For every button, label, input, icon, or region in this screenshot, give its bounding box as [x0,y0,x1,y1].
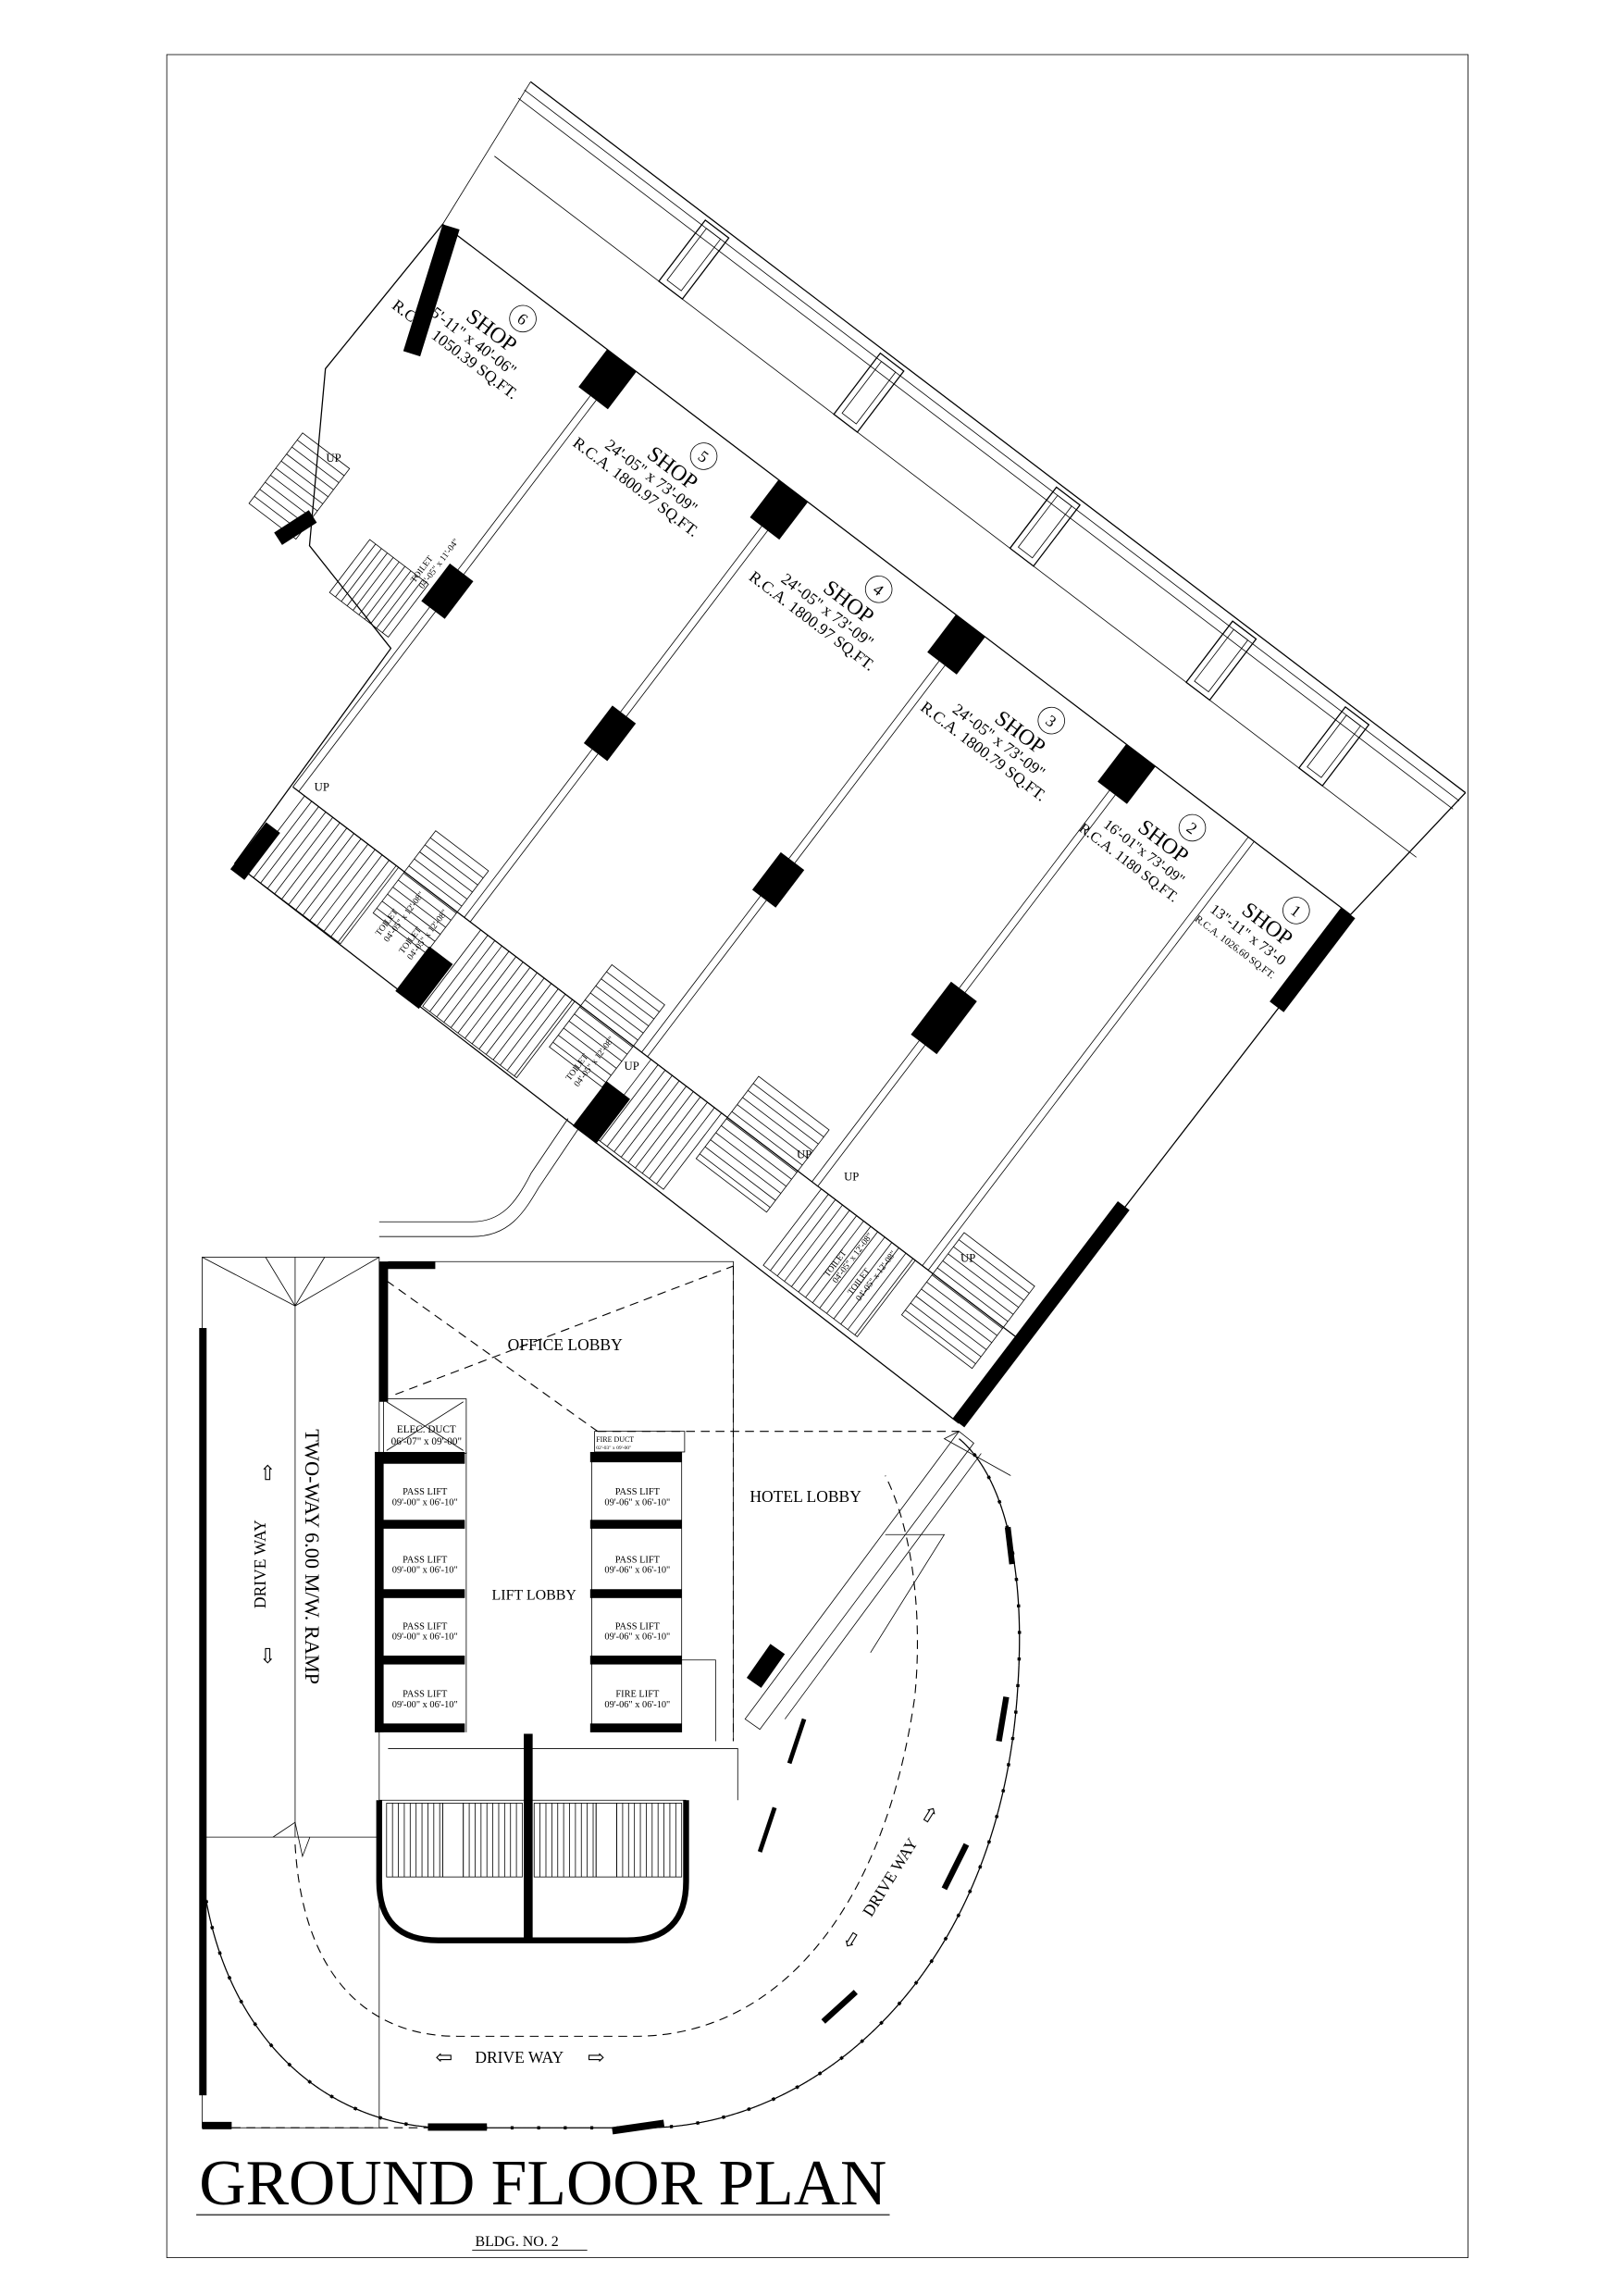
driveway-label-bottom: ⇦ DRIVE WAY ⇨ [435,2046,604,2069]
driveway-label-right: DRIVE WAY ⇦ ⇨ [836,1801,944,1953]
stair-flight [533,1803,597,1878]
svg-text:02'-03" x 09'-00": 02'-03" x 09'-00" [596,1446,631,1451]
up-label: UP [844,1171,859,1184]
fire-duct: FIRE DUCT 02'-03" x 09'-00" [594,1431,686,1453]
svg-text:09'-00" x 06'-10": 09'-00" x 06'-10" [392,1497,458,1508]
svg-text:DRIVE WAY: DRIVE WAY [475,2048,564,2066]
arrow-left-icon: ⇦ [836,1926,865,1953]
svg-text:ELEC. DUCT: ELEC. DUCT [397,1424,456,1435]
stair-flight [422,929,576,1079]
staircases [245,432,1035,1370]
driveway-label-left: DRIVE WAY [251,1520,269,1608]
shop-6-label: 6 SHOP 25'-11" x 40'-06" R.C.A. 1050.39 … [389,295,537,403]
arrow-up-icon: ⇨ [256,1464,279,1482]
svg-text:09'-00" x 06'-10": 09'-00" x 06'-10" [392,1632,458,1642]
hotel-lobby-label: HOTEL LOBBY [750,1487,861,1506]
svg-text:09'-06" x 06'-10": 09'-06" x 06'-10" [604,1497,670,1508]
sheet-border [166,54,1468,2258]
drawing-title: GROUND FLOOR PLAN [199,2147,886,2219]
svg-text:PASS LIFT: PASS LIFT [403,1690,448,1700]
shop-number: 6 [514,309,531,329]
stair-flight [762,1188,916,1337]
svg-text:06'-07" x 09'-00": 06'-07" x 09'-00" [391,1436,462,1447]
shop-2-label: 2 SHOP 16'-01"x 73'-09" R.C.A. 1180 SQ.F… [1076,813,1207,906]
up-label: UP [315,781,329,794]
stair-flight [616,1803,683,1878]
svg-text:09'-06" x 06'-10": 09'-06" x 06'-10" [604,1566,670,1576]
svg-text:PASS LIFT: PASS LIFT [403,1556,448,1566]
arrow-right-icon: ⇨ [588,2046,605,2069]
up-label: UP [326,452,341,465]
canopy-post [658,218,730,301]
shop-number: 3 [1042,711,1059,730]
canopy [442,81,1467,915]
svg-text:PASS LIFT: PASS LIFT [403,1487,448,1497]
core: OFFICE LOBBY LIFT LOBBY HOTEL LOBBY ELEC… [375,1260,960,1943]
svg-text:FIRE DUCT: FIRE DUCT [596,1435,634,1444]
ramp: TWO-WAY 6.00 M/W. RAMP DRIVE WAY ⇨ ⇦ [199,1257,380,2128]
arrow-left-icon: ⇦ [435,2046,452,2069]
svg-text:DRIVE WAY: DRIVE WAY [859,1834,922,1919]
arrow-right-icon: ⇨ [915,1801,944,1828]
arrow-down-icon: ⇦ [256,1647,279,1665]
shop-number: 2 [1183,818,1201,838]
canopy-post [1297,705,1370,788]
shop-4-label: 4 SHOP 24'-05" x 73'-09" R.C.A. 1800.97 … [746,567,893,675]
svg-text:PASS LIFT: PASS LIFT [403,1621,448,1632]
svg-text:09'-00" x 06'-10": 09'-00" x 06'-10" [392,1566,458,1576]
driveway-bollards [200,1437,1022,2129]
connecting-passage [378,1118,579,1237]
office-lobby-label: OFFICE LOBBY [508,1335,623,1354]
up-label: UP [960,1251,975,1264]
canopy-post [833,352,905,433]
up-label: UP [797,1148,812,1161]
stair-flight [386,1803,443,1878]
shop-dividers [292,357,1255,1271]
svg-text:PASS LIFT: PASS LIFT [615,1621,661,1632]
ramp-label: TWO-WAY 6.00 M/W. RAMP [301,1429,324,1684]
stair-up-labels: UP UP UP UP UP UP [315,452,976,1264]
stair-flight [372,830,489,954]
svg-text:PASS LIFT: PASS LIFT [615,1556,661,1566]
svg-text:09'-00" x 06'-10": 09'-00" x 06'-10" [392,1700,458,1710]
svg-text:FIRE LIFT: FIRE LIFT [615,1690,660,1700]
canopy-post [1185,620,1258,701]
building-number: BLDG. NO. 2 [475,2234,558,2250]
svg-text:PASS LIFT: PASS LIFT [615,1487,661,1497]
shop-number: 4 [870,579,887,599]
shop-number: 5 [695,447,712,466]
structural-walls [229,224,1356,1428]
shop-3-label: 3 SHOP 24'-05" x 73'-09" R.C.A. 1800.79 … [917,698,1065,805]
lift-lobby-label: LIFT LOBBY [492,1587,577,1603]
bottom-staircases [376,1733,689,1943]
svg-text:09'-06" x 06'-10": 09'-06" x 06'-10" [604,1700,670,1710]
shop-number: 1 [1287,901,1305,921]
stair-flight [549,963,665,1088]
lift-bank-left [375,1451,467,1732]
stair-flight [900,1232,1035,1370]
stair-flight [695,1075,830,1213]
canopy-post [1009,486,1082,567]
driveway: ⇦ DRIVE WAY ⇨ DRIVE WAY ⇦ ⇨ [200,1437,1022,2135]
elec-duct: ELEC. DUCT 06'-07" x 09'-00" [383,1398,467,1454]
shop-block: 6 SHOP 25'-11" x 40'-06" R.C.A. 1050.39 … [229,81,1467,1428]
stair-flight [245,795,400,945]
up-label: UP [625,1060,639,1073]
entrance-canopy [744,1431,1011,1731]
shop-5-label: 5 SHOP 24'-05" x 73'-09" R.C.A. 1800.97 … [570,433,718,540]
svg-text:09'-06" x 06'-10": 09'-06" x 06'-10" [604,1632,670,1642]
lift-bank-right [589,1451,716,1742]
